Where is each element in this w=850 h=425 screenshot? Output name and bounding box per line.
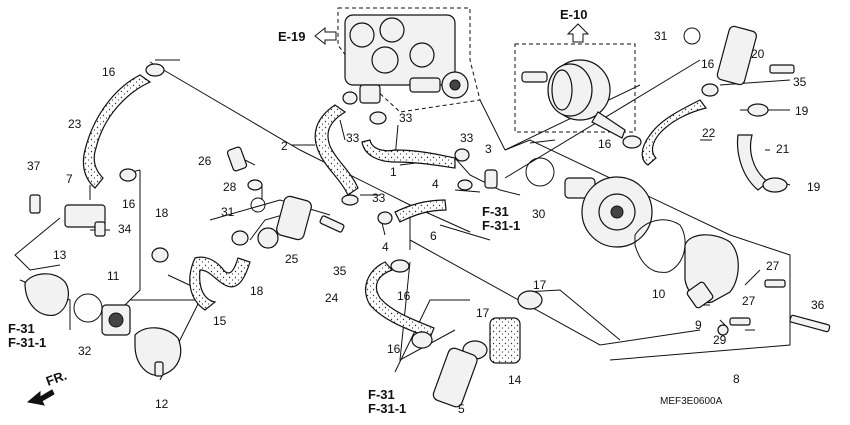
callout: 25 <box>285 252 299 266</box>
callout: 6 <box>430 229 437 243</box>
small-hardware <box>29 25 831 408</box>
callout: 28 <box>223 180 237 194</box>
callout: 19 <box>807 180 821 194</box>
ref-f31-left: F-31 <box>8 321 35 336</box>
ref-e19: E-19 <box>278 29 305 44</box>
hoses <box>82 74 769 364</box>
callout: 33 <box>399 111 413 125</box>
callout: 13 <box>53 248 67 262</box>
callout: 5 <box>458 402 465 416</box>
callout: 33 <box>460 131 474 145</box>
callout: 27 <box>766 259 780 273</box>
callout: 15 <box>213 314 227 328</box>
callout-numbers: 1 2 3 4 4 5 6 7 8 9 10 11 12 13 14 15 16… <box>27 29 825 416</box>
front-label: FR. <box>44 368 69 389</box>
callout: 12 <box>155 397 169 411</box>
arrow-left-outline-icon <box>314 26 337 46</box>
callout: 22 <box>702 126 716 140</box>
callout: 2 <box>281 139 288 153</box>
callout: 16 <box>122 197 136 211</box>
o-ring-30 <box>525 157 555 187</box>
callout: 20 <box>751 47 765 61</box>
callout: 35 <box>793 75 807 89</box>
callout: 17 <box>476 306 490 320</box>
callout: 19 <box>795 104 809 118</box>
callout: 16 <box>701 57 715 71</box>
ref-f31-bottom: F-31 <box>368 387 395 402</box>
callout: 37 <box>27 159 41 173</box>
callout: 16 <box>397 289 411 303</box>
ref-f31-center: F-31 <box>482 204 509 219</box>
callout: 30 <box>532 207 546 221</box>
ref-f31-1-bottom: F-31-1 <box>368 401 406 416</box>
callout: 35 <box>333 264 347 278</box>
callout: 29 <box>713 333 727 347</box>
thermostat-assembly <box>24 146 312 376</box>
hose-21 <box>736 134 769 191</box>
callout: 7 <box>66 172 73 186</box>
callout: 33 <box>372 191 386 205</box>
callout: 33 <box>346 131 360 145</box>
hose-15 <box>189 256 251 311</box>
diagram-code: MEF3E0600A <box>660 396 723 407</box>
callout: 34 <box>118 222 132 236</box>
callout: 26 <box>198 154 212 168</box>
callout: 9 <box>695 318 702 332</box>
callout: 4 <box>432 177 439 191</box>
callout: 11 <box>107 269 120 283</box>
callout: 23 <box>68 117 82 131</box>
callout: 8 <box>733 372 740 386</box>
gasket-10 <box>634 219 686 273</box>
ref-e10: E-10 <box>560 7 587 22</box>
hose-24 <box>365 261 435 339</box>
callout: 1 <box>390 165 397 179</box>
callout: 16 <box>598 137 612 151</box>
hose-2 <box>314 104 359 196</box>
hose-23 <box>82 74 152 189</box>
callout: 36 <box>811 298 825 312</box>
callout: 18 <box>155 206 169 220</box>
callout: 24 <box>325 291 339 305</box>
throttle-body-assembly <box>344 14 469 104</box>
callout: 31 <box>654 29 668 43</box>
callout: 32 <box>78 344 92 358</box>
hose-14 <box>489 317 521 364</box>
water-pump-assembly <box>525 157 739 309</box>
front-direction-arrow-icon <box>26 389 55 406</box>
callout: 10 <box>652 287 666 301</box>
callout: 16 <box>102 65 116 79</box>
coolant-reservoir <box>521 59 626 139</box>
e19-throttle-body-outline <box>337 7 481 113</box>
callout: 21 <box>776 142 790 156</box>
e10-reservoir-outline <box>514 43 636 133</box>
callout: 31 <box>221 205 235 219</box>
callout: 4 <box>382 240 389 254</box>
callout: 17 <box>533 278 547 292</box>
callout: 3 <box>485 142 492 156</box>
callout: 27 <box>742 294 756 308</box>
callout: 18 <box>250 284 264 298</box>
arrow-up-outline-icon <box>566 23 590 43</box>
ref-f31-1-left: F-31-1 <box>8 335 46 350</box>
hose-1 <box>361 139 456 169</box>
callout: 16 <box>387 342 401 356</box>
callout: 14 <box>508 373 522 387</box>
o-ring-32 <box>73 293 103 323</box>
hose-6 <box>394 199 447 223</box>
ref-f31-1-center: F-31-1 <box>482 218 520 233</box>
hose-22 <box>641 99 708 166</box>
